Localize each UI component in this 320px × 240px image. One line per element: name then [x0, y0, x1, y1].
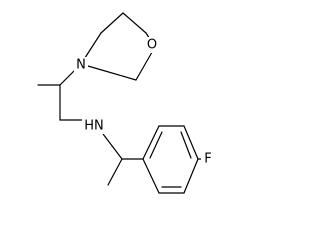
- aromatic-double-bond: [180, 131, 192, 159]
- ring-bond: [142, 158, 160, 194]
- aromatic-double-bond: [149, 131, 163, 159]
- bond-ch-methyl: [107, 158, 123, 186]
- fluorine-label: F: [204, 152, 211, 167]
- structure-diagram: O N HN F: [37, 12, 215, 194]
- oxygen-label: O: [147, 38, 157, 53]
- ring-bond: [142, 125, 160, 160]
- ring-bond: [183, 125, 199, 160]
- ring-bond: [122, 12, 147, 34]
- amine-label: HN: [84, 119, 104, 134]
- atom-labels: O N HN F: [74, 37, 215, 167]
- ring-bond: [100, 12, 124, 34]
- nitrogen-label: N: [76, 58, 86, 73]
- morpholine-ring: [80, 12, 156, 81]
- fluorophenyl-ring: [142, 125, 204, 194]
- ring-bond: [80, 63, 137, 81]
- ring-bond: [183, 158, 199, 194]
